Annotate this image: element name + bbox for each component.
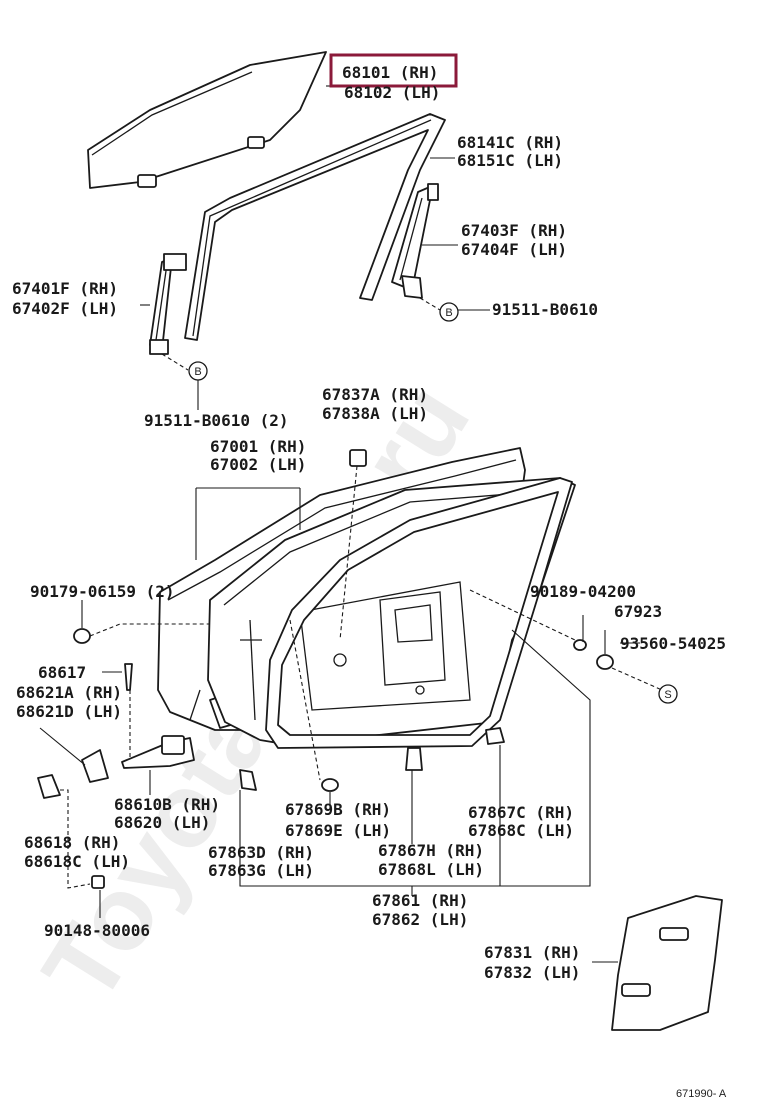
diagram-code: 671990- A bbox=[676, 1088, 727, 1100]
label-lower-hinge-rh[interactable]: 68618 (RH) bbox=[24, 833, 120, 852]
small-parts bbox=[37, 449, 614, 889]
label-panel-lh[interactable]: 67002 (LH) bbox=[210, 455, 306, 474]
label-wstrip-h-rh[interactable]: 67867H (RH) bbox=[378, 841, 484, 860]
label-lower-hinge-lh[interactable]: 68618C (LH) bbox=[24, 852, 130, 871]
ref-circle-b-front: B bbox=[188, 361, 208, 381]
cover-part bbox=[349, 449, 367, 467]
hinge-pin-part bbox=[124, 663, 133, 691]
lower-hinge-part bbox=[37, 774, 61, 799]
label-wstrip-b-rh[interactable]: 67869B (RH) bbox=[285, 800, 391, 819]
svg-text:B: B bbox=[194, 366, 201, 378]
label-screw-left[interactable]: 90179-06159 (2) bbox=[30, 582, 175, 601]
leader-lines bbox=[39, 85, 663, 963]
screw-part bbox=[73, 628, 91, 644]
rear-channel-part bbox=[391, 183, 439, 299]
highlight-box bbox=[329, 53, 458, 88]
label-hinge-a[interactable]: 68621A (RH) bbox=[16, 683, 122, 702]
glass-run-part bbox=[184, 113, 446, 341]
label-front-channel-lh[interactable]: 67402F (LH) bbox=[12, 299, 118, 318]
front-channel-part bbox=[149, 253, 187, 355]
label-rear-channel-lh[interactable]: 67404F (LH) bbox=[461, 240, 567, 259]
label-glass-lh[interactable]: 68102 (LH) bbox=[344, 83, 440, 102]
label-cover-lh[interactable]: 67838A (LH) bbox=[322, 404, 428, 423]
hinge-bracket-part bbox=[81, 749, 109, 783]
label-stopper[interactable]: 67923 bbox=[614, 602, 662, 621]
label-seal-lh[interactable]: 67832 (LH) bbox=[484, 963, 580, 982]
label-bolt-lower[interactable]: 90148-80006 bbox=[44, 921, 150, 940]
label-hinge-pin[interactable]: 68617 bbox=[38, 663, 86, 682]
label-front-channel-rh[interactable]: 67401F (RH) bbox=[12, 279, 118, 298]
cushion-part bbox=[596, 654, 614, 670]
label-wstrip-e-lh[interactable]: 67869E (LH) bbox=[285, 821, 391, 840]
label-wstrip-c-rh[interactable]: 67867C (RH) bbox=[468, 803, 574, 822]
label-hinge-d[interactable]: 68621D (LH) bbox=[16, 702, 122, 721]
label-wstrip-l-lh[interactable]: 67868L (LH) bbox=[378, 860, 484, 879]
bolt-part bbox=[91, 875, 105, 889]
door-glass-part bbox=[87, 51, 327, 189]
label-cover-rh[interactable]: 67837A (RH) bbox=[322, 385, 428, 404]
label-panel-rh[interactable]: 67001 (RH) bbox=[210, 437, 306, 456]
label-check-rh[interactable]: 68610B (RH) bbox=[114, 795, 220, 814]
door-seal-pad-part bbox=[611, 895, 723, 1031]
label-check-lh[interactable]: 68620 (LH) bbox=[114, 813, 210, 832]
label-rear-channel-rh[interactable]: 67403F (RH) bbox=[461, 221, 567, 240]
label-wstrip-main-lh[interactable]: 67862 (LH) bbox=[372, 910, 468, 929]
label-glass-rh[interactable]: 68101 (RH) bbox=[342, 63, 438, 82]
svg-text:B: B bbox=[445, 307, 452, 319]
label-run-rh[interactable]: 68141C (RH) bbox=[457, 133, 563, 152]
ref-circle-s: S bbox=[658, 684, 678, 704]
label-wstrip-main-rh[interactable]: 67861 (RH) bbox=[372, 891, 468, 910]
label-bolt-front[interactable]: 91511-B0610 (2) bbox=[144, 411, 289, 430]
label-wstrip-c-lh[interactable]: 67868C (LH) bbox=[468, 821, 574, 840]
door-inner-frame-part bbox=[207, 477, 576, 746]
clip-part bbox=[239, 769, 257, 791]
svg-text:S: S bbox=[664, 689, 671, 701]
label-bolt-rear[interactable]: 91511-B0610 bbox=[492, 300, 598, 319]
label-cushion[interactable]: 93560-54025 bbox=[620, 634, 726, 653]
door-weatherstrip-part bbox=[265, 477, 573, 749]
label-wstrip-d-rh[interactable]: 67863D (RH) bbox=[208, 843, 314, 862]
label-wstrip-g-lh[interactable]: 67863G (LH) bbox=[208, 861, 314, 880]
label-clip-right[interactable]: 90189-04200 bbox=[530, 582, 636, 601]
ref-circle-b-rear: B bbox=[439, 302, 459, 322]
label-run-lh[interactable]: 68151C (LH) bbox=[457, 151, 563, 170]
label-seal-rh[interactable]: 67831 (RH) bbox=[484, 943, 580, 962]
